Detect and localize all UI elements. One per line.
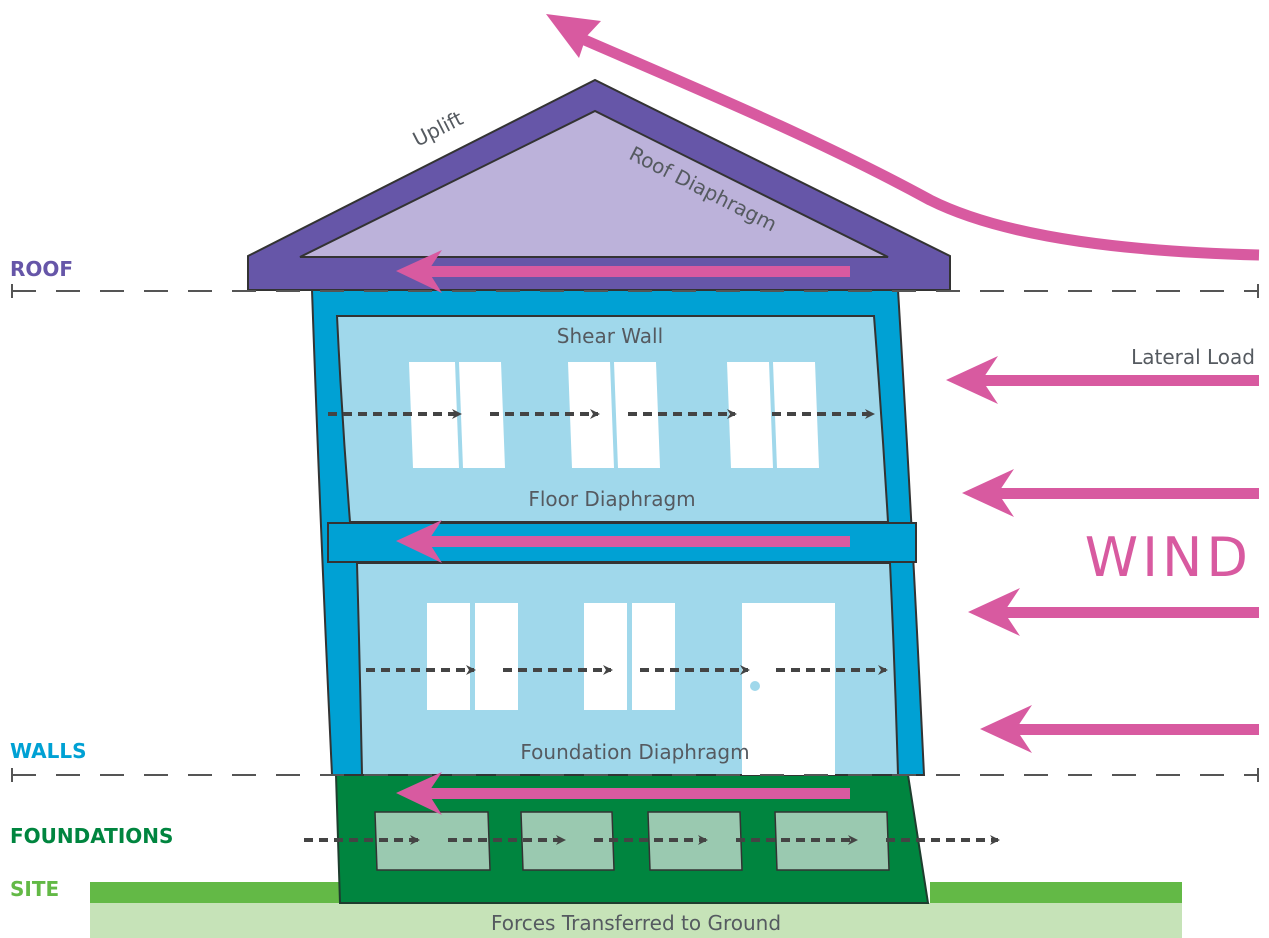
- roof-diaphragm-arrow-shaft: [420, 266, 850, 277]
- foundation-footing: [520, 811, 615, 871]
- foundation-footing: [647, 811, 743, 871]
- wind-arrow-head: [962, 469, 1014, 517]
- foundation-diaphragm-arrow-head: [396, 772, 442, 815]
- wind-arrow-head: [946, 356, 998, 404]
- wind-label: WIND: [1085, 526, 1252, 589]
- level-lines: [11, 284, 1259, 782]
- wind-arrow-shaft: [990, 488, 1259, 499]
- site-strip-left: [90, 882, 340, 903]
- uplift-arrow-curve: [577, 32, 1260, 261]
- site-strip-right: [930, 882, 1182, 903]
- window: [727, 362, 773, 468]
- wind-arrow-head: [980, 705, 1032, 753]
- walls-level-label: WALLS: [10, 739, 87, 763]
- window: [475, 603, 518, 710]
- wind-arrows: [946, 356, 1259, 753]
- foundation-diaphragm-label: Foundation Diaphragm: [520, 740, 749, 764]
- floor-diaphragm-arrow-shaft: [420, 536, 850, 547]
- lower-windows: [427, 603, 675, 710]
- foundation-footing: [374, 811, 491, 871]
- window: [632, 603, 675, 710]
- window: [584, 603, 627, 710]
- uplift-arrow-head: [546, 14, 601, 58]
- uplift-label: Uplift: [409, 106, 467, 152]
- window: [459, 362, 505, 468]
- diaphragm-load-arrows: [396, 250, 850, 815]
- wind-arrow-shaft: [975, 375, 1259, 386]
- site-level-label: SITE: [10, 877, 59, 901]
- ground-label: Forces Transferred to Ground: [491, 911, 781, 935]
- lateral-load-label: Lateral Load: [1131, 345, 1255, 369]
- shear-transfer-arrows: [304, 409, 1000, 845]
- roof-diaphragm-arrow-head: [396, 250, 442, 293]
- window: [568, 362, 614, 468]
- wind-arrow-head: [968, 588, 1020, 636]
- window: [427, 603, 470, 710]
- ground-band: [90, 903, 1182, 938]
- shear-wall-label: Shear Wall: [557, 324, 663, 348]
- roof-diaphragm-fill: [299, 109, 889, 258]
- foundation-diaphragm-arrow-shaft: [420, 788, 850, 799]
- wind-arrow-shaft: [1008, 724, 1259, 735]
- floor-diaphragm-label: Floor Diaphragm: [528, 487, 695, 511]
- roof-level-label: ROOF: [10, 257, 73, 281]
- wind-arrow-shaft: [996, 607, 1259, 618]
- door-knob: [750, 681, 760, 691]
- floor-diaphragm-arrow-head: [396, 520, 442, 563]
- foundations-level-label: FOUNDATIONS: [10, 824, 173, 848]
